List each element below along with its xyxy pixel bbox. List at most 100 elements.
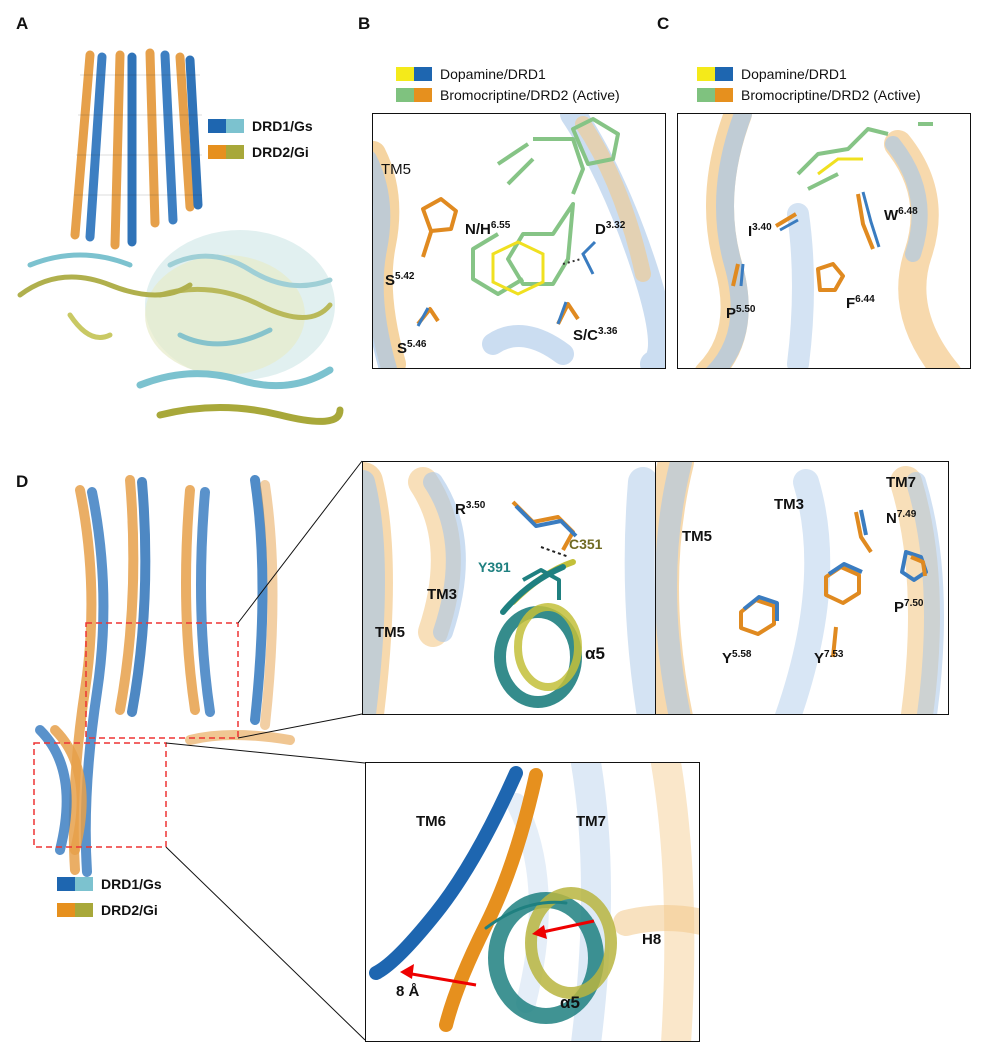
- residue-number: 5.50: [736, 304, 756, 315]
- legend-c-item-2: Bromocriptine/DRD2 (Active): [697, 87, 921, 103]
- panel-label-c: C: [657, 14, 670, 33]
- inset-1-structure: [363, 462, 655, 714]
- label-h8: H8: [642, 931, 662, 948]
- label-y391: Y391: [478, 559, 511, 575]
- swatch-color-1: [57, 877, 75, 891]
- label-f-6-44: F6.44: [846, 294, 875, 312]
- swatch-color-1: [208, 119, 226, 133]
- label-r-3-50: R3.50: [455, 500, 485, 518]
- legend-b-item-1: Dopamine/DRD1: [396, 66, 546, 82]
- legend-swatch: [208, 119, 244, 133]
- zoom-box-upper: [85, 622, 239, 739]
- arrows: [400, 919, 595, 987]
- legend-label: DRD1/Gs: [252, 118, 313, 134]
- residue-number: 6.48: [898, 206, 918, 217]
- label-s-5-46: S5.46: [397, 339, 426, 357]
- inset-3-structure: [369, 763, 699, 1041]
- swatch-color-2: [715, 88, 733, 102]
- label-p-7-50: P7.50: [894, 598, 923, 616]
- label-p-5-50: P5.50: [726, 304, 755, 322]
- residue-number: 5.58: [732, 649, 752, 660]
- panel-label-b: B: [358, 14, 371, 33]
- residue-number: 3.40: [752, 222, 772, 233]
- panel-b-structure: [373, 114, 665, 368]
- panel-b-box: TM5 N/H6.55 D3.32 S5.42 S5.46 S/C3.36: [372, 113, 666, 369]
- legend-swatch: [396, 88, 432, 102]
- residue-number: 3.36: [598, 326, 618, 337]
- panel-a-structure: [17, 48, 344, 425]
- label-alpha5: α5: [560, 993, 580, 1012]
- swatch-color-1: [396, 67, 414, 81]
- zoom-box-lower: [33, 742, 167, 848]
- swatch-color-1: [697, 88, 715, 102]
- residue-name: W: [884, 207, 899, 224]
- residue-name: Y: [814, 650, 825, 667]
- legend-label: DRD1/Gs: [101, 876, 162, 892]
- swatch-color-2: [226, 145, 244, 159]
- legend-c-item-1: Dopamine/DRD1: [697, 66, 847, 82]
- residue-number: 7.49: [896, 509, 917, 520]
- label-tm7: TM7: [576, 813, 606, 830]
- swatch-color-1: [697, 67, 715, 81]
- residue-number: 5.42: [395, 271, 415, 282]
- residue-number: 3.32: [605, 220, 626, 231]
- residue-name: S: [385, 272, 396, 289]
- label-distance: 8 Å: [396, 983, 420, 1000]
- residue-name: I: [748, 223, 753, 240]
- label-i-3-40: I3.40: [748, 222, 772, 240]
- residue-name: S: [397, 340, 408, 357]
- legend-label: Bromocriptine/DRD2 (Active): [440, 87, 620, 103]
- label-tm7: TM7: [886, 474, 916, 491]
- legend-d-item-1: DRD1/Gs: [57, 876, 162, 892]
- legend-label: Dopamine/DRD1: [440, 66, 546, 82]
- label-n-7-49: N7.49: [886, 509, 916, 527]
- label-alpha5: α5: [585, 644, 605, 663]
- label-d-3-32: D3.32: [595, 220, 625, 238]
- label-tm5: TM5: [381, 161, 411, 178]
- swatch-color-1: [208, 145, 226, 159]
- residue-name: N: [886, 510, 897, 527]
- panel-c-box: I3.40 W6.48 P5.50 F6.44: [677, 113, 971, 369]
- legend-a-item-2: DRD2/Gi: [208, 144, 309, 160]
- legend-swatch: [208, 145, 244, 159]
- label-tm5: TM5: [682, 528, 712, 545]
- label-nh-6-55: N/H6.55: [465, 220, 510, 238]
- panel-label-a: A: [16, 14, 29, 33]
- panel-d-inset-1: R3.50 C351 Y391 TM3 TM5 α5: [362, 461, 656, 715]
- residue-name: F: [846, 295, 856, 312]
- swatch-color-2: [715, 67, 733, 81]
- swatch-color-2: [414, 88, 432, 102]
- swatch-color-1: [396, 88, 414, 102]
- swatch-color-2: [226, 119, 244, 133]
- residue-number: 6.55: [490, 220, 511, 231]
- legend-a-item-1: DRD1/Gs: [208, 118, 313, 134]
- legend-label: DRD2/Gi: [252, 144, 309, 160]
- panel-d-structure: [33, 475, 295, 877]
- legend-label: Bromocriptine/DRD2 (Active): [741, 87, 921, 103]
- label-y-5-58: Y5.58: [722, 649, 751, 667]
- label-tm6: TM6: [416, 813, 446, 830]
- label-y-7-53: Y7.53: [814, 649, 843, 667]
- label-tm5: TM5: [375, 624, 405, 641]
- residue-number: 7.50: [904, 598, 924, 609]
- residue-name: D: [595, 221, 606, 238]
- label-sc-3-36: S/C3.36: [573, 326, 617, 344]
- legend-label: Dopamine/DRD1: [741, 66, 847, 82]
- residue-name: S/C: [573, 327, 599, 344]
- residue-name: R: [455, 501, 466, 518]
- swatch-color-1: [57, 903, 75, 917]
- panel-d-inset-2: TM5 TM3 TM7 N7.49 P7.50 Y5.58 Y7.53: [655, 461, 949, 715]
- swatch-color-2: [75, 903, 93, 917]
- panel-d-inset-3: TM6 TM7 H8 8 Å α5: [365, 762, 700, 1042]
- legend-swatch: [697, 88, 733, 102]
- residue-name: P: [894, 599, 905, 616]
- residue-number: 5.46: [407, 339, 427, 350]
- panel-c-structure: [695, 114, 961, 368]
- residue-number: 7.53: [824, 649, 844, 660]
- residue-number: 3.50: [465, 500, 486, 511]
- inset-2-structure: [656, 462, 944, 714]
- swatch-color-2: [414, 67, 432, 81]
- legend-swatch: [697, 67, 733, 81]
- legend-swatch: [57, 877, 93, 891]
- label-w-6-48: W6.48: [884, 206, 918, 224]
